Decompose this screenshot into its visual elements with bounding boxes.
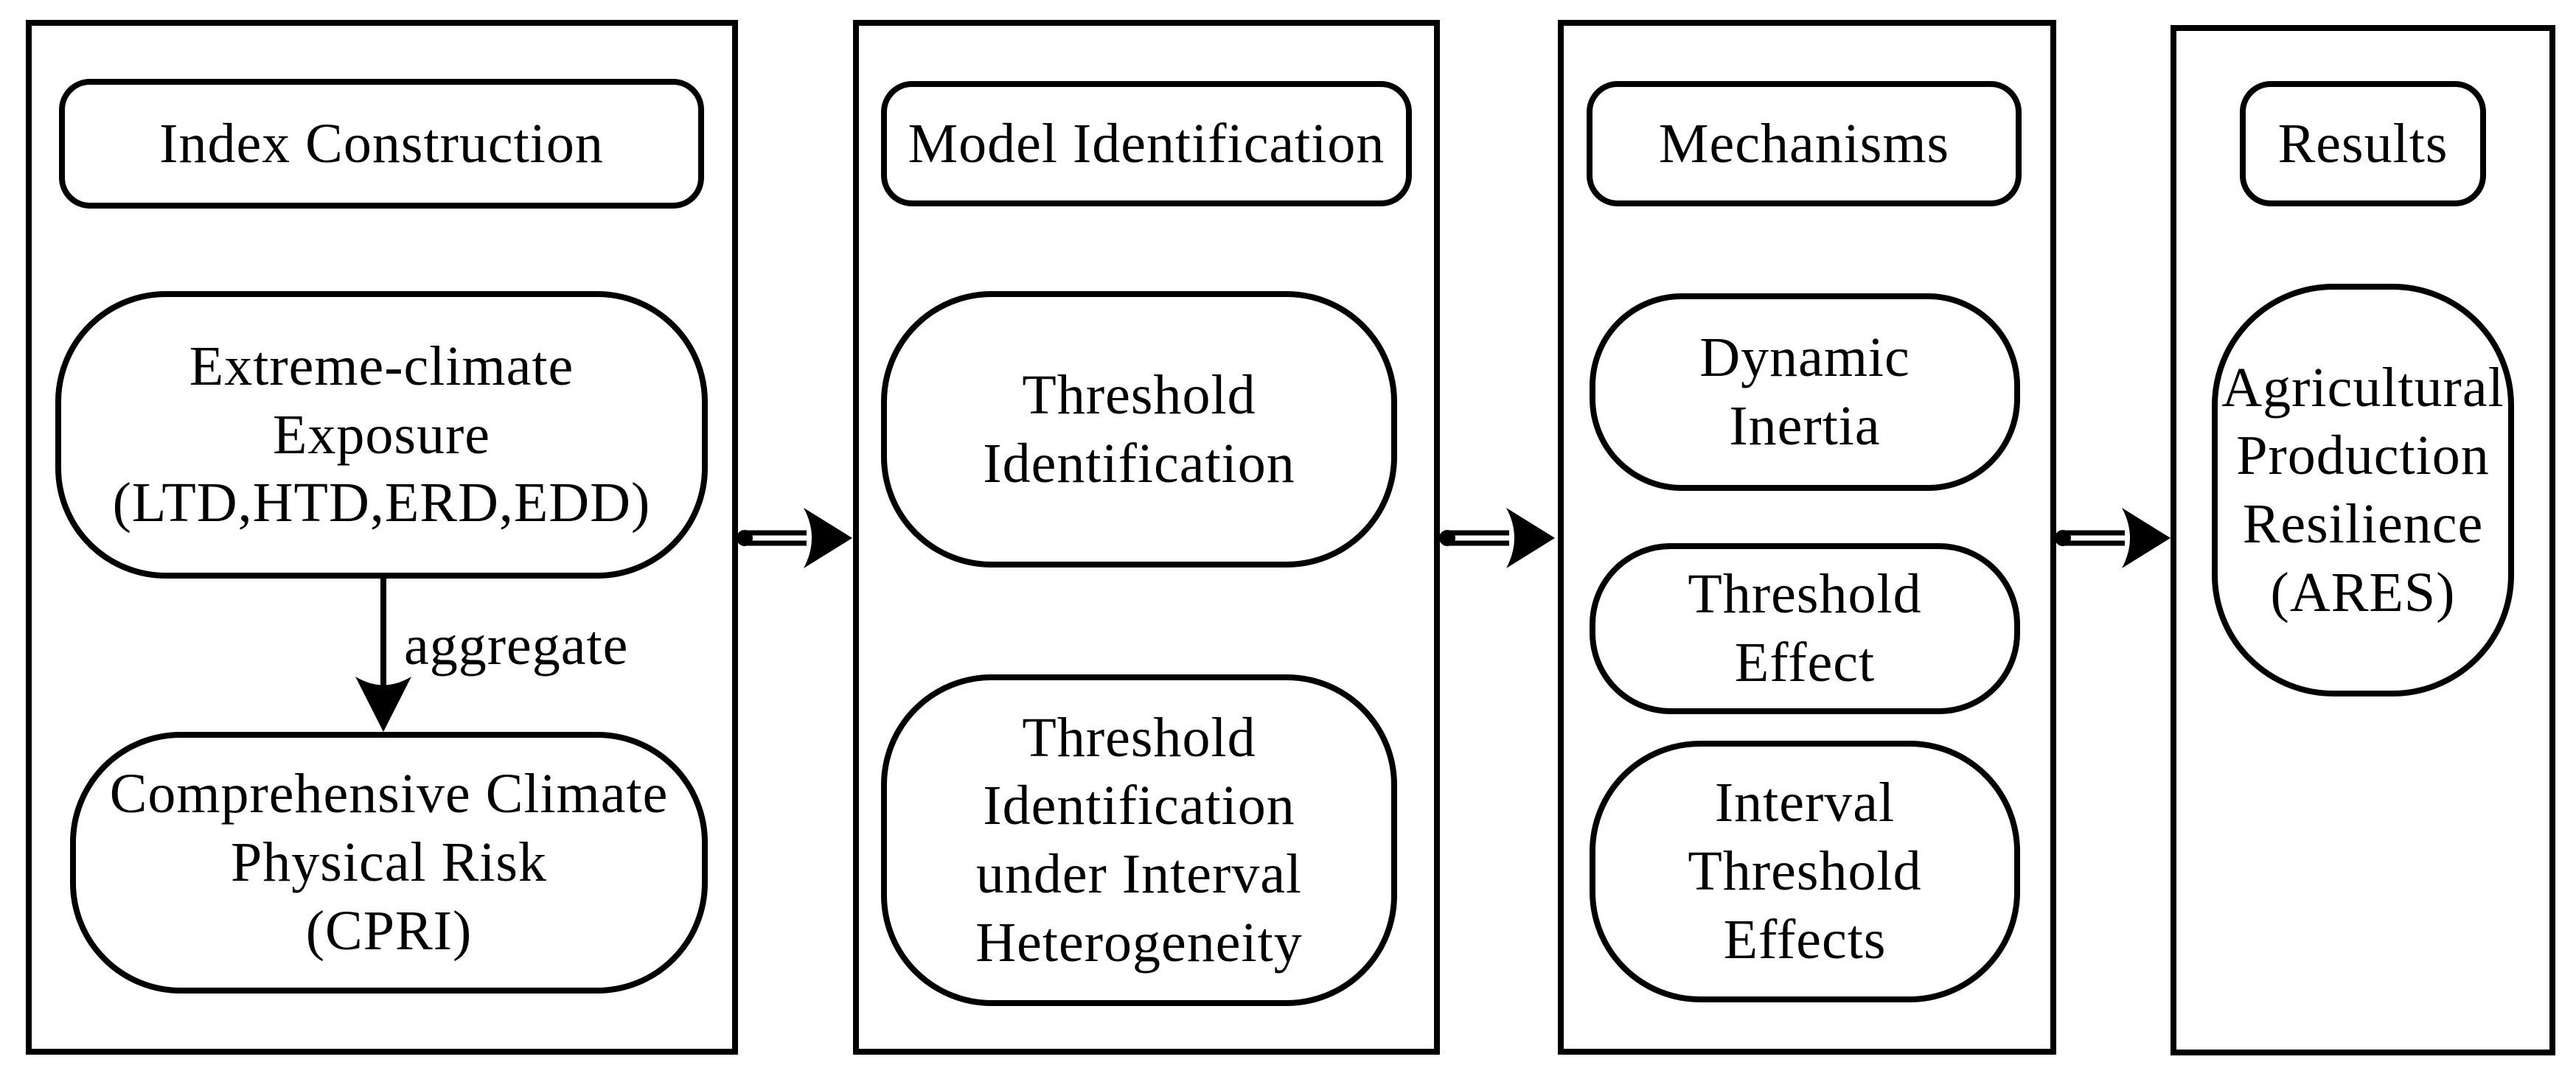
- node-extreme-climate-exposure: Extreme-climate Exposure (LTD,HTD,ERD,ED…: [55, 291, 708, 579]
- node-comprehensive-climate-physical-risk: Comprehensive Climate Physical Risk (CPR…: [70, 732, 708, 994]
- header-model-identification: Model Identification: [881, 81, 1412, 206]
- header-index-construction: Index Construction: [59, 79, 704, 209]
- aggregate-down-arrow-icon: [355, 579, 411, 732]
- node-label: Agricultural Production Resilience (ARES…: [2221, 356, 2504, 624]
- flow-arrow-icon: [737, 508, 852, 568]
- header-mechanisms: Mechanisms: [1587, 81, 2022, 206]
- node-label: Extreme-climate Exposure (LTD,HTD,ERD,ED…: [112, 335, 651, 534]
- flow-arrow-icon: [1439, 508, 1555, 568]
- node-agricultural-production-resilience: Agricultural Production Resilience (ARES…: [2212, 284, 2514, 696]
- node-threshold-effect: Threshold Effect: [1590, 543, 2020, 714]
- node-label: Dynamic Inertia: [1699, 327, 1910, 457]
- header-label: Model Identification: [908, 112, 1385, 175]
- aggregate-label-text: aggregate: [404, 615, 629, 677]
- flow-arrow-icon: [2055, 508, 2171, 568]
- node-threshold-identification-interval-heterogeneity: Threshold Identification under Interval …: [881, 674, 1397, 1006]
- node-dynamic-inertia: Dynamic Inertia: [1590, 293, 2020, 491]
- node-label: Interval Threshold Effects: [1688, 772, 1922, 971]
- node-label: Threshold Identification under Interval …: [975, 706, 1303, 974]
- aggregate-label: aggregate: [404, 615, 628, 677]
- node-threshold-identification: Threshold Identification: [881, 291, 1397, 568]
- header-label: Index Construction: [159, 112, 604, 175]
- header-label: Results: [2277, 112, 2448, 175]
- node-label: Threshold Identification: [983, 363, 1295, 495]
- node-label: Comprehensive Climate Physical Risk (CPR…: [109, 763, 669, 962]
- header-label: Mechanisms: [1658, 112, 1950, 175]
- header-results: Results: [2240, 81, 2486, 206]
- node-label: Threshold Effect: [1688, 563, 1922, 694]
- node-interval-threshold-effects: Interval Threshold Effects: [1590, 741, 2020, 1002]
